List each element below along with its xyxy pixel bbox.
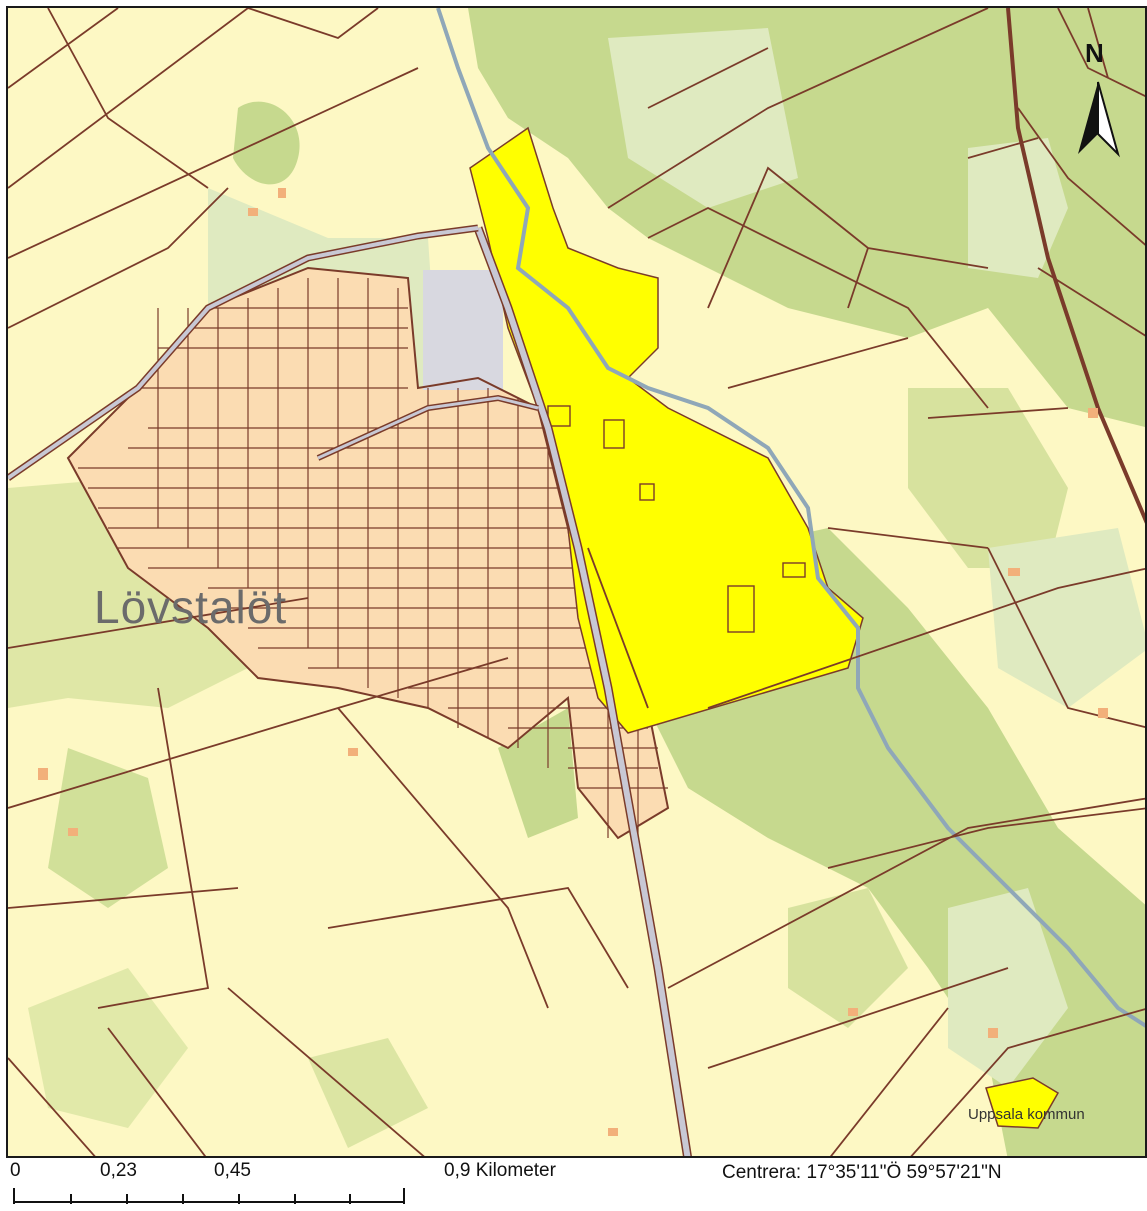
scale-label-0: 0 bbox=[10, 1160, 21, 1181]
place-name-label: Lövstalöt bbox=[94, 581, 288, 633]
highlighted-property-small[interactable] bbox=[985, 1077, 1060, 1129]
parcel-boundaries bbox=[8, 8, 1145, 1156]
map-frame[interactable]: Lövstalöt Uppsala kommun N bbox=[6, 6, 1147, 1158]
municipality-label: Uppsala kommun bbox=[968, 1106, 1085, 1123]
industrial-area bbox=[423, 270, 503, 390]
center-coordinates: Centrera: 17°35'11"Ö 59°57'21"N bbox=[722, 1162, 1002, 1183]
scale-label-3: 0,9 Kilometer bbox=[444, 1160, 556, 1181]
scale-label-1: 0,23 bbox=[100, 1160, 137, 1181]
river bbox=[436, 8, 1145, 1028]
north-label: N bbox=[1085, 38, 1104, 68]
map-canvas[interactable] bbox=[8, 8, 1147, 1158]
north-arrow-icon bbox=[1078, 81, 1120, 158]
roads bbox=[8, 8, 1145, 1156]
scattered-buildings bbox=[38, 188, 1108, 1136]
scale-label-2: 0,45 bbox=[214, 1160, 251, 1181]
scale-bar bbox=[13, 1188, 405, 1204]
